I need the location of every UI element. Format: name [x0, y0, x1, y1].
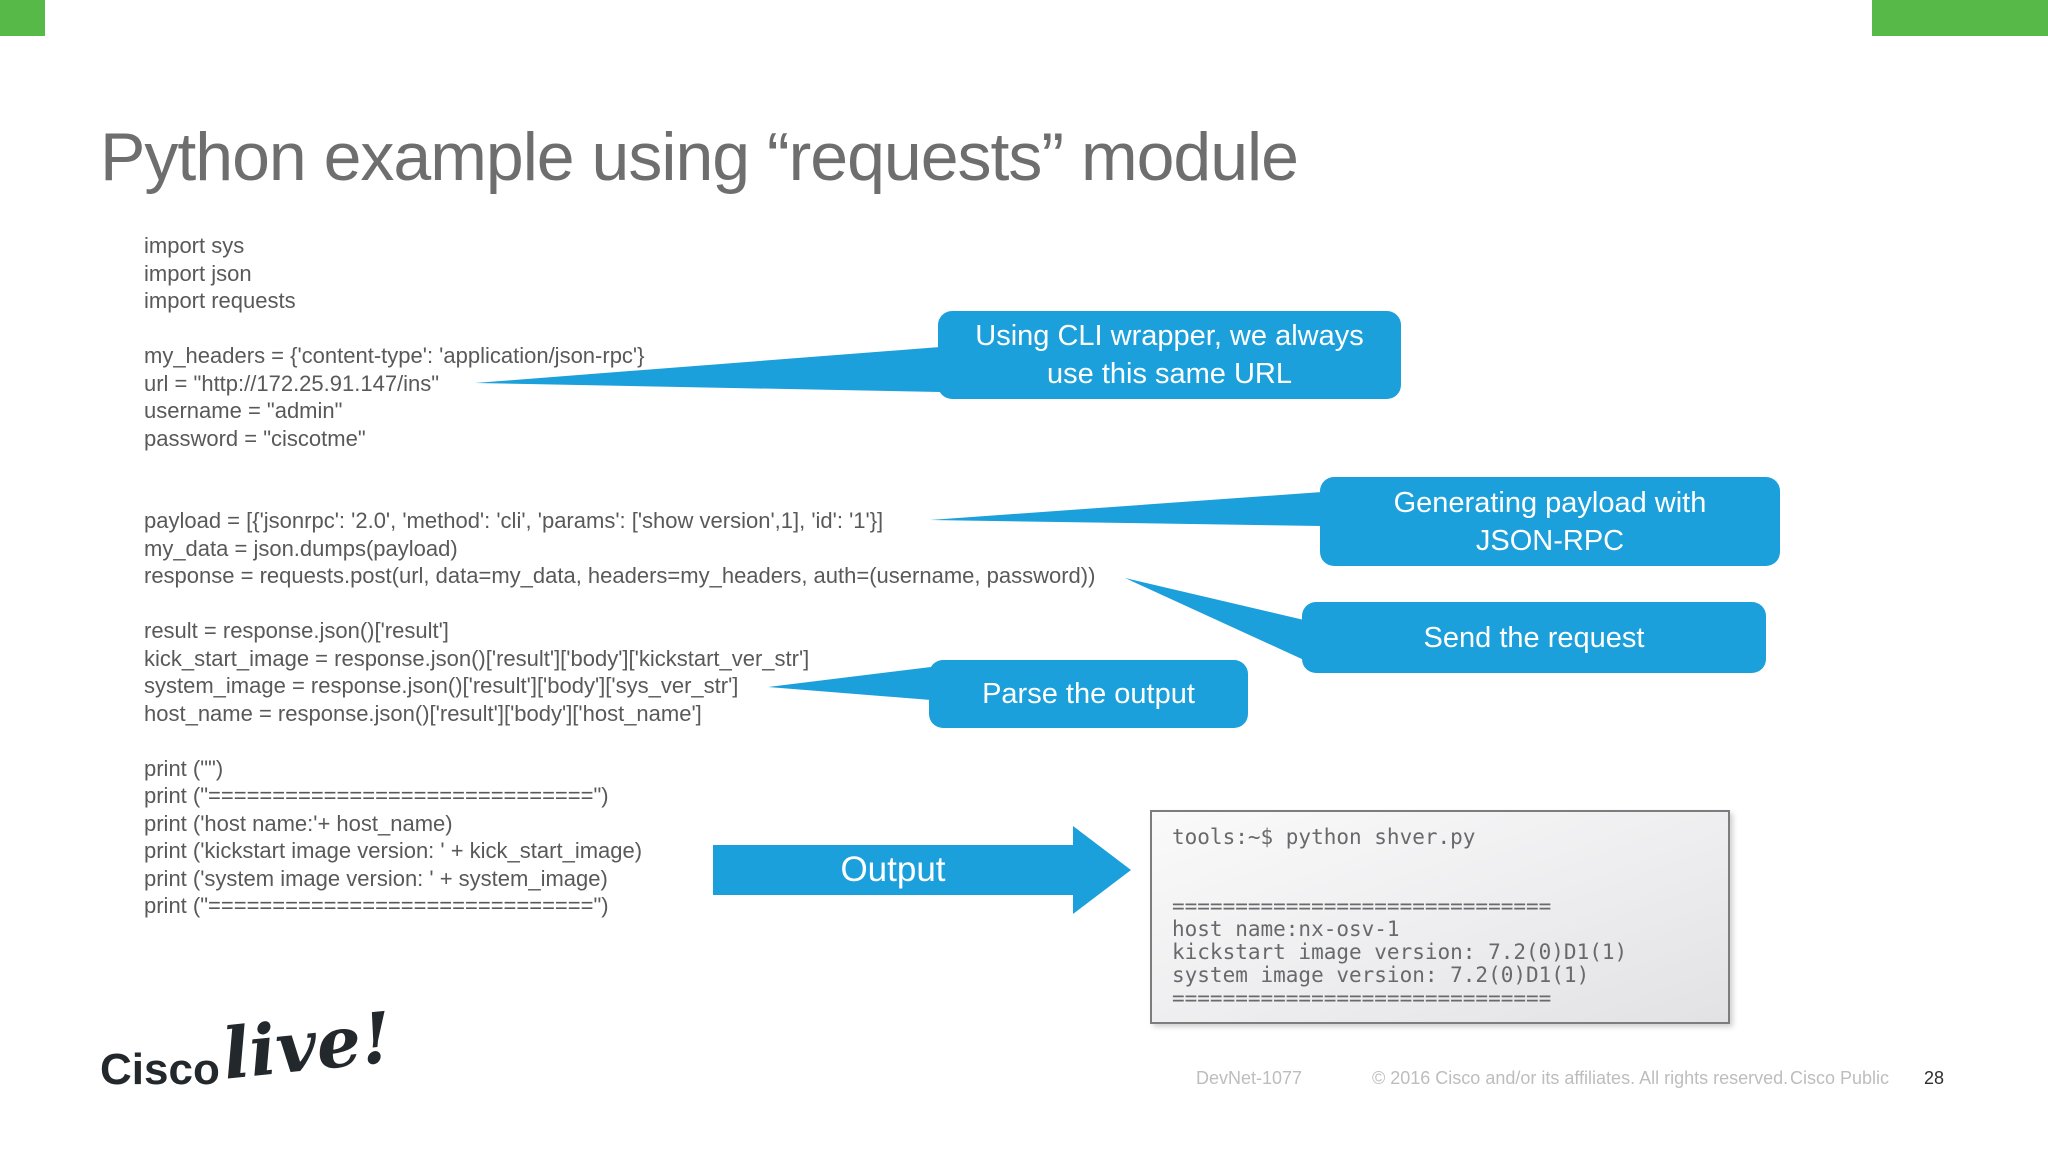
cisco-logo-text: Cisco	[100, 1045, 220, 1094]
text-line: username = "admin"	[144, 398, 343, 423]
text-line	[144, 480, 1095, 508]
top-right-green-accent	[1872, 0, 2048, 36]
footer-copyright: © 2016 Cisco and/or its affiliates. All …	[1372, 1068, 1789, 1088]
callout-send-request: Send the request	[1302, 602, 1766, 673]
callout-generating-payload: Generating payload with JSON-RPC	[1320, 477, 1780, 566]
top-left-green-accent	[0, 0, 45, 36]
text-line: print ("==============================")	[144, 783, 609, 808]
footer-page-number: 28	[1924, 1068, 1945, 1088]
output-arrow-label: Output	[840, 850, 946, 889]
text-line: import json	[144, 260, 252, 286]
text-line: system_image = response.json()['result']…	[144, 673, 739, 698]
text-line: print ("")	[144, 755, 224, 781]
footer-classification: Cisco Public	[1790, 1068, 1890, 1088]
footer-session-id: DevNet-1077	[1196, 1068, 1303, 1088]
cisco-live-logo: Ciscolive!	[100, 995, 395, 1101]
callout-parse-output: Parse the output	[929, 660, 1248, 728]
text-line: ==============================	[1172, 894, 1552, 918]
text-line	[1172, 872, 1708, 895]
text-line: print ('host name:'+ host_name)	[144, 810, 453, 836]
output-arrow: Output	[713, 845, 1073, 895]
callout-cli-wrapper-text: Using CLI wrapper, we always use this sa…	[975, 320, 1364, 390]
text-line: result = response.json()['result']	[144, 618, 449, 643]
text-line: kick_start_image = response.json()['resu…	[144, 645, 810, 671]
text-line: payload = [{'jsonrpc': '2.0', 'method': …	[144, 508, 884, 533]
text-line: ==============================	[1172, 986, 1552, 1010]
connector-send-request	[1125, 578, 1304, 660]
text-line: import sys	[144, 233, 245, 258]
text-line	[144, 727, 1095, 755]
live-logo-text: live!	[218, 995, 396, 1096]
text-line: my_data = json.dumps(payload)	[144, 535, 458, 561]
text-line	[1172, 849, 1708, 872]
text-line: host name:nx-osv-1	[1172, 917, 1400, 941]
text-line: url = "http://172.25.91.147/ins"	[144, 370, 440, 396]
text-line: system image version: 7.2(0)D1(1)	[1172, 963, 1590, 987]
text-line: print ('kickstart image version: ' + kic…	[144, 838, 643, 863]
output-arrow-head-icon	[1073, 826, 1131, 914]
text-line	[144, 590, 1095, 618]
text-line: import requests	[144, 288, 296, 313]
callout-cli-wrapper: Using CLI wrapper, we always use this sa…	[938, 311, 1401, 399]
callout-generating-payload-text: Generating payload with JSON-RPC	[1393, 486, 1707, 557]
text-line: host_name = response.json()['result']['b…	[144, 700, 702, 726]
slide-title: Python example using “requests” module	[100, 119, 1299, 195]
callout-parse-output-text: Parse the output	[982, 678, 1195, 710]
text-line: print ("==============================")	[144, 893, 609, 918]
text-line: kickstart image version: 7.2(0)D1(1)	[1172, 940, 1628, 964]
callout-send-request-text: Send the request	[1423, 621, 1645, 654]
text-line: print ('system image version: ' + system…	[144, 865, 608, 891]
text-line	[144, 452, 1095, 480]
text-line: tools:~$ python shver.py	[1172, 825, 1476, 849]
text-line: response = requests.post(url, data=my_da…	[144, 563, 1096, 588]
text-line: password = "ciscotme"	[144, 425, 366, 451]
terminal-output-box: tools:~$ python shver.py ===============…	[1150, 810, 1730, 1024]
